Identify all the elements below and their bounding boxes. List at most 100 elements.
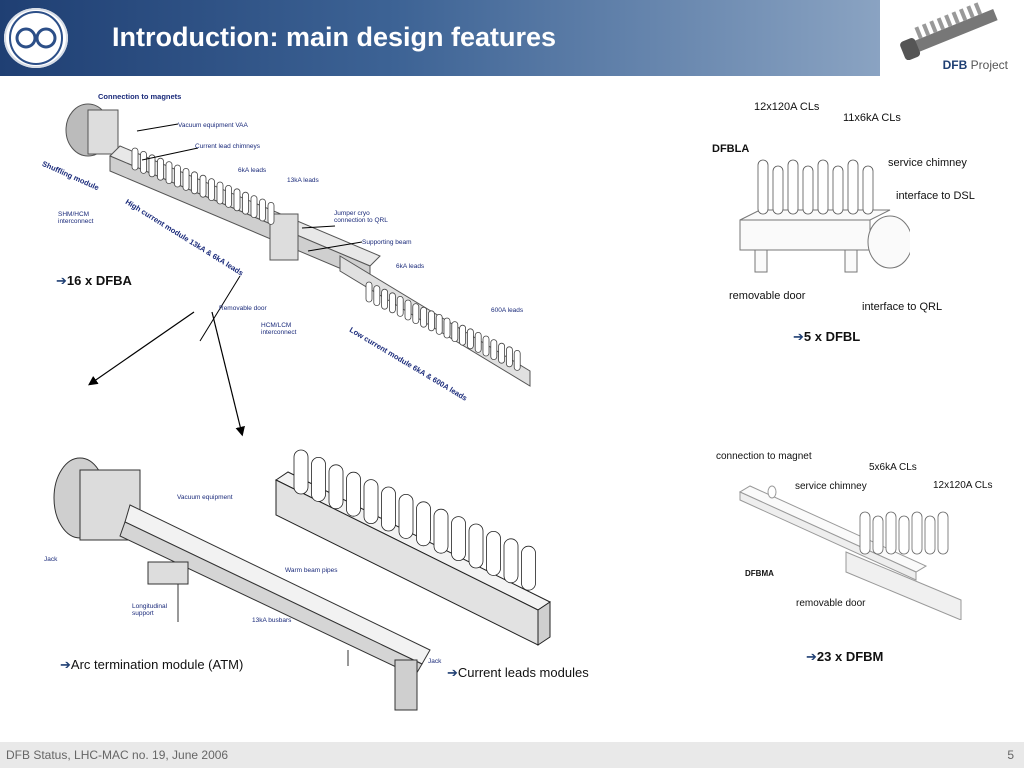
current-lead-cylinder <box>859 511 871 555</box>
current-lead-cylinder <box>787 159 799 215</box>
current-lead-cylinder <box>216 181 224 205</box>
current-lead-cylinder <box>466 328 474 350</box>
label-dfbl-interface-dsl: interface to DSL <box>896 190 975 202</box>
label-connection-to-magnets: Connection to magnets <box>98 92 182 101</box>
current-lead-cylinder <box>131 147 139 171</box>
label-removable-door: Removable door <box>219 305 267 312</box>
current-lead-cylinder <box>182 168 190 191</box>
label-supporting-beam: Supporting beam <box>362 239 412 246</box>
current-lead-cylinder <box>490 339 498 361</box>
current-lead-cylinder <box>363 479 379 524</box>
dfbl-drawing <box>739 159 910 273</box>
current-lead-cylinder <box>435 313 443 335</box>
dfb-thumbnail-icon <box>900 2 998 61</box>
label-atm-jack-right: Jack <box>428 658 442 665</box>
current-lead-cylinder <box>157 157 164 181</box>
pointer-arrows <box>88 311 245 437</box>
current-lead-cylinder <box>757 159 769 215</box>
label-dfbm-5x6ka: 5x6kA CLs <box>869 462 917 473</box>
current-lead-cylinder <box>772 165 784 215</box>
arrow-right-icon: ➔ <box>793 329 804 344</box>
caption-dfbm: ➔23 x DFBM <box>806 649 884 664</box>
label-current-lead-chimneys: Current lead chimneys <box>195 143 261 150</box>
label-dfbl-11x6ka: 11x6kA CLs <box>843 112 901 124</box>
current-lead-cylinder <box>140 151 147 174</box>
label-dfbm-12x120a: 12x120A CLs <box>933 480 993 491</box>
current-lead-cylinder <box>832 165 844 215</box>
dfba-drawing <box>65 103 531 387</box>
current-lead-cylinder <box>911 511 923 555</box>
current-lead-cylinder <box>937 511 949 555</box>
current-lead-cylinder <box>174 164 181 188</box>
current-lead-cylinder <box>521 545 536 591</box>
current-lead-cylinder <box>468 523 484 569</box>
arrow-right-icon: ➔ <box>447 665 458 680</box>
current-lead-cylinder <box>898 515 910 555</box>
current-lead-cylinder <box>416 501 431 547</box>
current-lead-cylinder <box>486 531 501 576</box>
caption-atm: ➔Arc termination module (ATM) <box>60 657 244 672</box>
current-lead-cylinder <box>233 188 241 212</box>
current-lead-cylinder <box>328 464 344 510</box>
label-dfbl-interface-qrl: interface to QRL <box>862 301 943 313</box>
current-lead-cylinder <box>373 285 381 307</box>
current-lead-cylinder <box>459 324 467 346</box>
current-lead-cylinder <box>381 486 396 532</box>
label-dfbm-removable-door: removable door <box>796 598 866 609</box>
current-lead-cylinder <box>293 449 309 495</box>
arrow-right-icon: ➔ <box>56 273 67 288</box>
current-lead-cylinder <box>199 174 207 198</box>
atm-drawing <box>53 457 431 711</box>
caption-dfbl: ➔5 x DFBL <box>793 329 861 344</box>
current-lead-cylinder <box>412 303 420 325</box>
current-lead-cylinder <box>451 516 466 561</box>
label-atm-jack-left: Jack <box>44 556 58 563</box>
label-dfbl-service-chimney: service chimney <box>888 157 967 169</box>
current-lead-cylinder <box>872 515 884 555</box>
label-600a-leads: 600A leads <box>491 307 524 314</box>
current-lead-cylinder <box>443 317 451 339</box>
current-lead-cylinder <box>381 288 389 310</box>
label-shm-hcm-interconnect: SHM/HCM interconnect <box>58 211 94 226</box>
label-dfbma: DFBMA <box>745 569 774 578</box>
current-lead-cylinder <box>250 195 258 218</box>
footer-text: DFB Status, LHC-MAC no. 19, June 2006 <box>6 748 229 762</box>
caption-dfba: ➔16 x DFBA <box>56 273 132 288</box>
current-lead-cylinder <box>311 456 326 502</box>
current-lead-cylinder <box>165 161 173 184</box>
current-lead-cylinder <box>365 281 373 303</box>
current-lead-cylinder <box>451 321 459 343</box>
current-leads-drawing <box>275 449 551 646</box>
current-lead-cylinder <box>802 165 814 215</box>
label-6ka-leads-low: 6kA leads <box>396 263 425 270</box>
project-label: DFB Project <box>942 58 1008 72</box>
current-lead-cylinder <box>924 515 936 555</box>
slide-title: Introduction: main design features <box>112 22 557 52</box>
label-dfbm-connection-magnet: connection to magnet <box>716 451 812 462</box>
label-warm-beam-pipes: Warm beam pipes <box>285 567 338 574</box>
current-lead-cylinder <box>259 198 266 222</box>
label-13ka-busbars: 13kA busbars <box>252 617 292 624</box>
label-longitudinal-support: Longitudinal support <box>132 603 168 618</box>
current-lead-cylinder <box>427 310 435 332</box>
current-lead-cylinder <box>396 295 404 317</box>
current-lead-cylinder <box>404 299 412 321</box>
current-lead-cylinder <box>482 335 490 357</box>
current-lead-cylinder <box>885 511 897 555</box>
current-lead-cylinder <box>498 342 506 364</box>
arrow-right-icon: ➔ <box>60 657 71 672</box>
current-lead-cylinder <box>513 349 521 371</box>
label-jumper-cryo: Jumper cryo connection to QRL <box>334 210 388 225</box>
label-6ka-leads-top: 6kA leads <box>238 167 267 174</box>
page-number: 5 <box>1007 748 1014 762</box>
current-lead-cylinder <box>208 178 215 201</box>
cern-logo <box>4 8 68 68</box>
current-lead-cylinder <box>420 306 428 328</box>
current-lead-cylinder <box>433 508 449 554</box>
current-lead-cylinder <box>225 185 232 208</box>
current-lead-cylinder <box>346 471 361 517</box>
current-lead-cylinder <box>191 171 198 195</box>
title-bar: Introduction: main design features <box>0 0 880 76</box>
current-lead-cylinder <box>242 191 249 215</box>
label-13ka-leads: 13kA leads <box>287 177 319 184</box>
